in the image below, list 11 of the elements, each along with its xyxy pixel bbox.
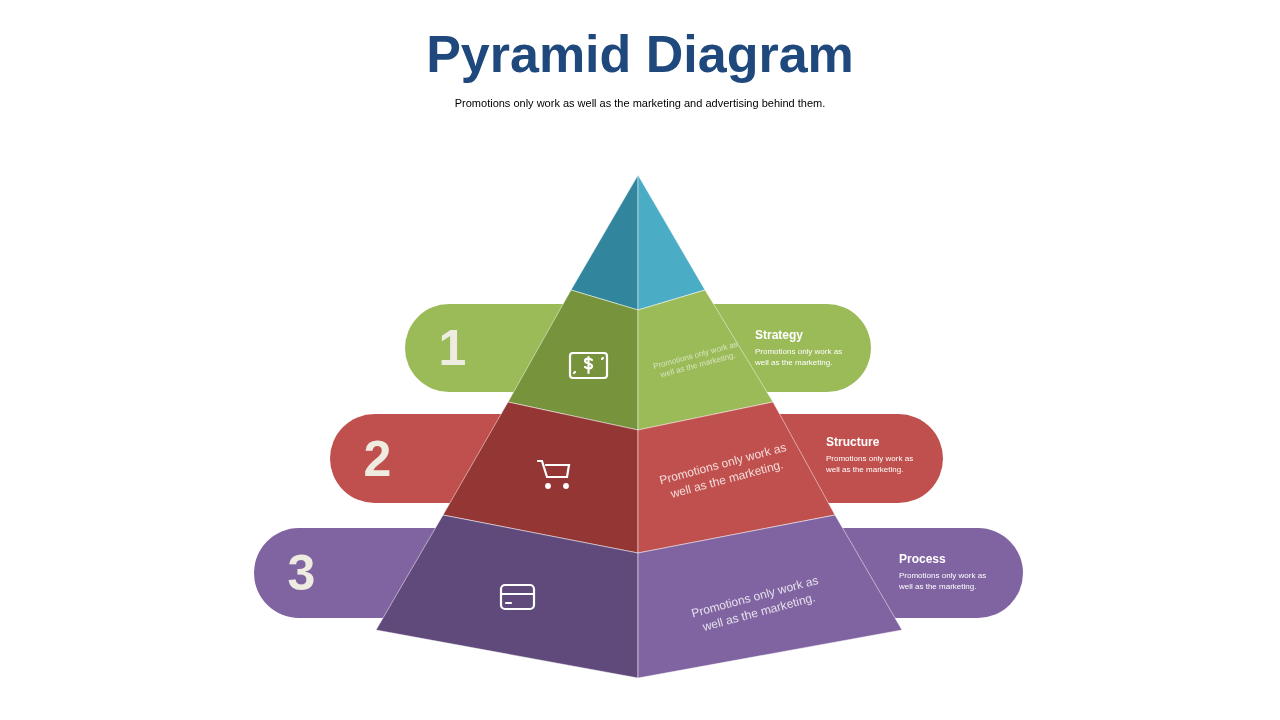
tier-number: 1	[437, 319, 468, 377]
tier-description: Promotions only work as well as the marketing.	[899, 570, 988, 592]
tier-number: 3	[286, 544, 317, 602]
tier-description: Promotions only work as well as the marketing.	[826, 453, 915, 475]
title: Pyramid Diagram	[425, 24, 855, 84]
tier-heading: Strategy	[755, 328, 804, 342]
tier-description: Promotions only work as well as the marketing.	[755, 346, 844, 368]
subtitle: Promotions only work as well as the marketing and advertising behind them.	[453, 97, 827, 109]
tier-number: 2	[362, 429, 393, 488]
tier-heading: Process	[899, 552, 946, 566]
tier-heading: Structure	[826, 435, 880, 449]
